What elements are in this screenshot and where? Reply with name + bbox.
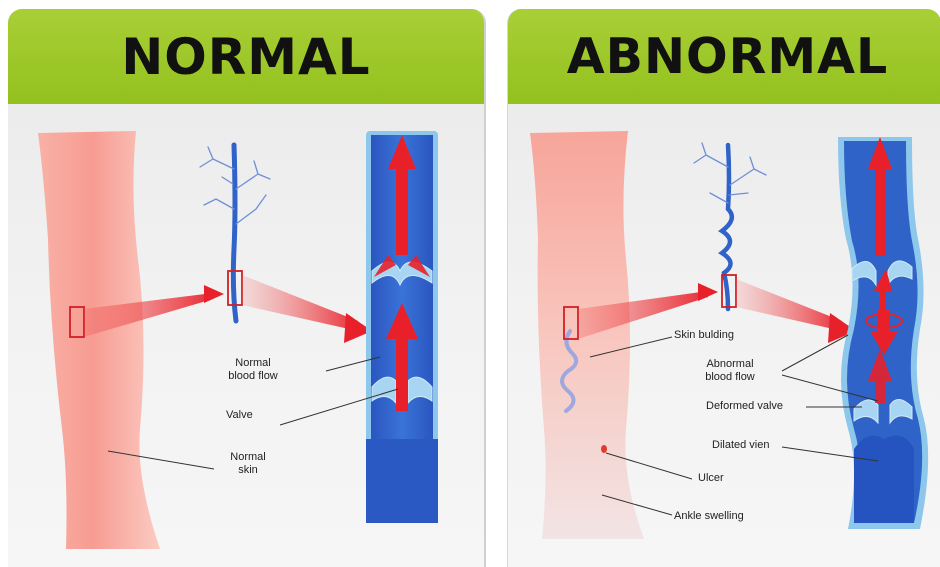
label-dilated-vein: Dilated vien <box>712 439 769 451</box>
label-deformed-valve: Deformed valve <box>706 400 783 412</box>
vein-to-cross-section-beam <box>242 275 358 331</box>
normal-panel: NORMAL <box>8 9 486 567</box>
normal-leg <box>38 131 160 549</box>
label-ankle-swelling: Ankle swelling <box>674 510 744 522</box>
abnormal-leg-to-vein-arrowhead <box>698 283 718 301</box>
abnormal-illustration <box>508 9 940 567</box>
abnormal-panel: ABNORMAL <box>507 9 940 567</box>
abnormal-vein-to-cross-section-beam <box>736 279 842 331</box>
label-abnormal-blood-flow: Abnormal blood flow <box>680 358 780 384</box>
normal-illustration <box>8 9 484 567</box>
abnormal-vein-tree <box>694 143 766 309</box>
label-valve: Valve <box>226 409 253 421</box>
leg-to-vein-arrowhead <box>204 285 224 303</box>
label-normal-skin: Normal skin <box>218 451 278 477</box>
label-ulcer: Ulcer <box>698 472 724 484</box>
label-skin-bulding: Skin bulding <box>674 329 734 341</box>
ulcer-spot <box>601 445 607 453</box>
label-normal-blood-flow: Normal blood flow <box>208 357 298 383</box>
